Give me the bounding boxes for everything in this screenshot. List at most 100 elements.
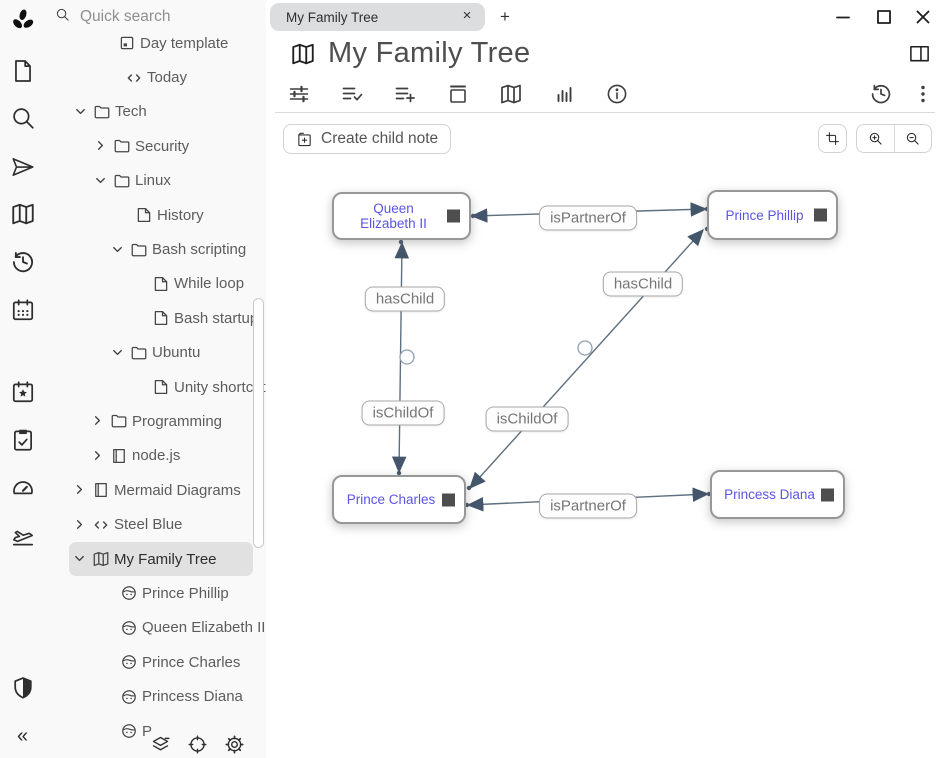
sidebar-item-bash-startup[interactable]: Bash startup	[45, 301, 266, 335]
sidebar-item-today[interactable]: Today	[45, 60, 266, 94]
recent-changes-icon[interactable]	[10, 249, 36, 275]
map-node-prince-phillip[interactable]: Prince Phillip	[707, 190, 838, 240]
sidebar-item-programming[interactable]: Programming	[45, 404, 266, 438]
ribbon-divider	[275, 112, 935, 113]
zoom-in-button[interactable]	[857, 125, 894, 152]
sidebar-item-steel-blue[interactable]: Steel Blue	[45, 507, 266, 541]
zoom-out-button[interactable]	[893, 125, 932, 152]
note-map-icon[interactable]	[10, 201, 36, 227]
dashboard-gauge-icon[interactable]	[10, 475, 36, 501]
map-node-label[interactable]: Prince Charles	[346, 492, 436, 507]
tasks-clipboard-icon[interactable]	[10, 427, 36, 453]
chevron-down-icon[interactable]	[72, 551, 92, 567]
new-note-icon[interactable]	[10, 58, 36, 84]
note-revisions-history-icon[interactable]	[869, 82, 893, 106]
sidebar-item-unity-shortcuts[interactable]: Unity shortcuts	[45, 370, 266, 404]
edge-label-is-partner-of[interactable]: isPartnerOf	[539, 205, 637, 231]
tab-my-family-tree[interactable]: My Family Tree ×	[270, 3, 485, 31]
connection-endpoint-handle[interactable]	[442, 493, 455, 506]
sidebar-item-while-loop[interactable]: While loop	[45, 267, 266, 301]
map-node-label[interactable]: Princess Diana	[724, 487, 815, 502]
sidebar-item-ubuntu[interactable]: Ubuntu	[45, 336, 266, 370]
sidebar-item-history[interactable]: History	[45, 198, 266, 232]
relation-map-icon[interactable]	[499, 82, 523, 106]
edge-label-is-partner-of[interactable]: isPartnerOf	[539, 493, 637, 519]
sidebar-item-my-family-tree[interactable]: My Family Tree	[69, 541, 253, 577]
chevron-down-icon[interactable]	[73, 104, 93, 120]
map-node-prince-charles[interactable]: Prince Charles	[332, 475, 466, 524]
tab-close-icon[interactable]: ×	[462, 7, 472, 24]
travel-plane-icon[interactable]	[10, 523, 36, 549]
protected-session-shield-icon[interactable]	[10, 675, 36, 701]
chevron-down-icon[interactable]	[110, 345, 130, 361]
layers-icon[interactable]	[150, 734, 171, 755]
map-node-label[interactable]: Queen Elizabeth II	[360, 201, 427, 231]
sidebar-item-princess-diana[interactable]: Princess Diana	[45, 679, 266, 713]
collapse-sidebar-icon[interactable]: «	[16, 725, 29, 747]
quick-search-input[interactable]	[80, 8, 240, 26]
note-paths-archive-icon[interactable]	[446, 82, 470, 106]
calendar-icon[interactable]	[10, 297, 36, 323]
connection-endpoint-handle[interactable]	[447, 209, 460, 223]
tree-item-label: Prince Charles	[142, 653, 241, 671]
connection-endpoint-handle[interactable]	[821, 488, 834, 501]
chevron-right-icon[interactable]	[90, 413, 110, 429]
sidebar-item-linux[interactable]: Linux	[45, 164, 266, 198]
ribbon-toolbar	[266, 76, 941, 113]
edge-label-has-child[interactable]: hasChild	[602, 271, 684, 297]
chevron-right-icon[interactable]	[72, 517, 92, 533]
add-attribute-list-plus-icon[interactable]	[393, 82, 417, 106]
tree-scrollbar-thumb[interactable]	[253, 298, 264, 548]
edge-label-has-child[interactable]: hasChild	[364, 286, 446, 312]
owned-attributes-list-check-icon[interactable]	[340, 82, 364, 106]
new-tab-button[interactable]: +	[500, 7, 510, 26]
sidebar-item-prince-charles[interactable]: Prince Charles	[45, 645, 266, 679]
info-circle-icon[interactable]	[605, 82, 629, 106]
window-minimize-button[interactable]	[832, 5, 856, 29]
chevron-right-icon[interactable]	[90, 448, 110, 464]
tab-label: My Family Tree	[286, 9, 379, 25]
reset-pan-crop-button[interactable]	[818, 124, 847, 153]
map-node-queen-elizabeth[interactable]: Queen Elizabeth II	[332, 192, 471, 240]
window-maximize-button[interactable]	[872, 5, 896, 29]
app-logo-icon[interactable]	[10, 8, 36, 34]
basic-properties-sliders-icon[interactable]	[287, 82, 311, 106]
sidebar-item-tech[interactable]: Tech	[45, 95, 266, 129]
relation-map-canvas[interactable]: Queen Elizabeth II Prince Phillip Prince…	[266, 170, 941, 758]
create-child-note-button[interactable]: Create child note	[283, 124, 452, 154]
chevron-right-icon[interactable]	[93, 138, 113, 154]
person-icon	[120, 584, 142, 602]
note-tree-sidebar: Day template Today Tech Security Linux	[45, 0, 266, 758]
map-node-princess-diana[interactable]: Princess Diana	[710, 470, 845, 519]
gear-icon[interactable]	[224, 734, 245, 755]
edge-label-is-child-of[interactable]: isChildOf	[485, 406, 569, 432]
sidebar-item-prince-phillip[interactable]: Prince Phillip	[45, 576, 266, 610]
sidebar-item-queen-elizabeth[interactable]: Queen Elizabeth II	[45, 611, 266, 645]
jump-to-icon[interactable]	[10, 154, 36, 180]
sidebar-item-day-template[interactable]: Day template	[45, 26, 266, 60]
crosshair-icon[interactable]	[187, 734, 208, 755]
more-options-kebab-icon[interactable]	[911, 82, 935, 106]
window-close-button[interactable]	[911, 5, 935, 29]
edge-label-is-child-of[interactable]: isChildOf	[361, 400, 445, 426]
sidebar-item-security[interactable]: Security	[45, 129, 266, 163]
chevron-down-icon[interactable]	[93, 173, 113, 189]
note-detail-pane: My Family Tree × + My Family Tree	[266, 0, 941, 758]
sidebar-item-mermaid-diagrams[interactable]: Mermaid Diagrams	[45, 473, 266, 507]
search-icon[interactable]	[10, 105, 36, 131]
sidebar-item-nodejs[interactable]: node.js	[45, 439, 266, 473]
chevron-right-icon[interactable]	[72, 482, 92, 498]
sidebar-item-bash-scripting[interactable]: Bash scripting	[45, 232, 266, 266]
split-pane-icon[interactable]	[908, 42, 931, 65]
quick-search-box[interactable]	[45, 0, 266, 28]
chevron-down-icon[interactable]	[110, 242, 130, 258]
events-calendar-star-icon[interactable]	[10, 379, 36, 405]
connection-endpoint-handle[interactable]	[814, 208, 827, 222]
tree-item-label: Day template	[140, 34, 229, 52]
note-icon	[152, 275, 174, 293]
note-title[interactable]: My Family Tree	[328, 37, 531, 69]
map-node-label[interactable]: Prince Phillip	[725, 207, 804, 223]
note-info-chart-icon[interactable]	[552, 82, 576, 106]
sidebar-item-person-partial[interactable]: P	[45, 714, 266, 748]
